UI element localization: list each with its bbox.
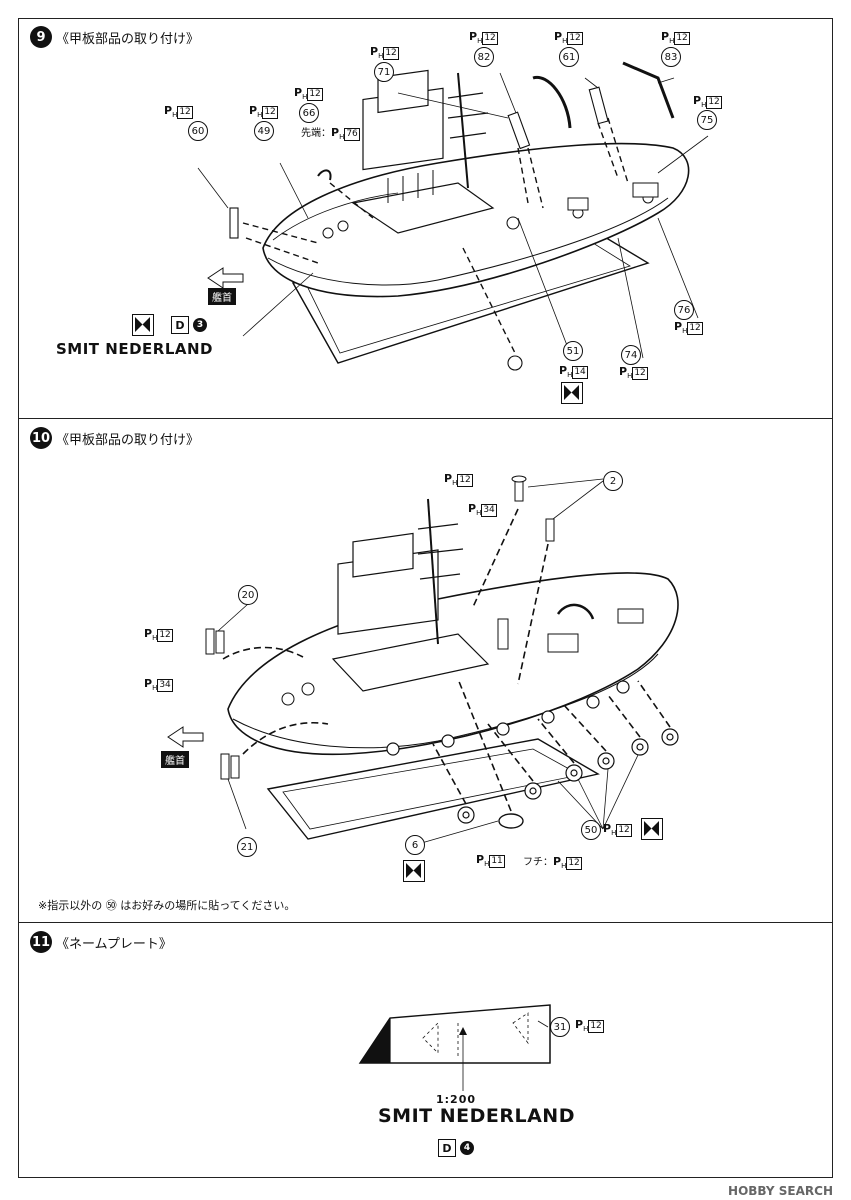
decal-d-icon: D bbox=[438, 1139, 456, 1157]
decal-number: 4 bbox=[460, 1141, 474, 1155]
part-31: 31 bbox=[550, 1017, 570, 1037]
ship-name-text: SMIT NEDERLAND bbox=[56, 340, 213, 358]
step-9-panel: 9 《甲板部品の取り付け》 bbox=[18, 18, 833, 419]
part-76: 76 bbox=[674, 300, 694, 320]
part-71: 71 bbox=[374, 62, 394, 82]
bowtie-decal-icon bbox=[641, 818, 663, 840]
bowtie-decal-icon bbox=[403, 860, 425, 882]
part-66: 66 bbox=[299, 103, 319, 123]
part-21: 21 bbox=[237, 837, 257, 857]
part-2: 2 bbox=[603, 471, 623, 491]
step-10-panel: 10 《甲板部品の取り付け》 bbox=[18, 419, 833, 923]
decal-number: 3 bbox=[193, 318, 207, 332]
part-6: 6 bbox=[405, 835, 425, 855]
step-9-header: 9 《甲板部品の取り付け》 bbox=[30, 26, 199, 48]
bow-label: 艦首 bbox=[161, 751, 189, 768]
part-61: 61 bbox=[559, 47, 579, 67]
bow-label: 艦首 bbox=[208, 288, 236, 305]
part-50: 50 bbox=[581, 820, 601, 840]
part-75: 75 bbox=[697, 110, 717, 130]
nameplate-drawing bbox=[358, 1004, 551, 1091]
scale-text: 1:200 bbox=[436, 1093, 477, 1106]
decal-d-icon: D bbox=[171, 316, 189, 334]
part-82: 82 bbox=[474, 47, 494, 67]
step-9-title: 《甲板部品の取り付け》 bbox=[56, 31, 200, 47]
part-60: 60 bbox=[188, 121, 208, 141]
part-51: 51 bbox=[563, 341, 583, 361]
bowtie-decal-icon bbox=[561, 382, 583, 404]
part-49: 49 bbox=[254, 121, 274, 141]
decal-note: ※指示以外の ㊿ はお好みの場所に貼ってください。 bbox=[38, 899, 296, 912]
step-10-ship-drawing bbox=[167, 475, 679, 845]
step-9-ship-drawing bbox=[197, 61, 709, 371]
part-20: 20 bbox=[238, 585, 258, 605]
step-11-header: 11 《ネームプレート》 bbox=[30, 931, 172, 953]
step-10-header: 10 《甲板部品の取り付け》 bbox=[30, 427, 199, 449]
step-10-number: 10 bbox=[30, 427, 52, 449]
page-frame bbox=[18, 18, 833, 1178]
watermark: HOBBY SEARCH bbox=[728, 1184, 833, 1198]
part-83: 83 bbox=[661, 47, 681, 67]
step-9-number: 9 bbox=[30, 26, 52, 48]
part-74: 74 bbox=[621, 345, 641, 365]
step-11-title: 《ネームプレート》 bbox=[56, 936, 172, 952]
step-10-title: 《甲板部品の取り付け》 bbox=[56, 432, 200, 448]
step-11-number: 11 bbox=[30, 931, 52, 953]
bowtie-decal-icon bbox=[132, 314, 154, 336]
ship-name-text: SMIT NEDERLAND bbox=[378, 1105, 575, 1127]
